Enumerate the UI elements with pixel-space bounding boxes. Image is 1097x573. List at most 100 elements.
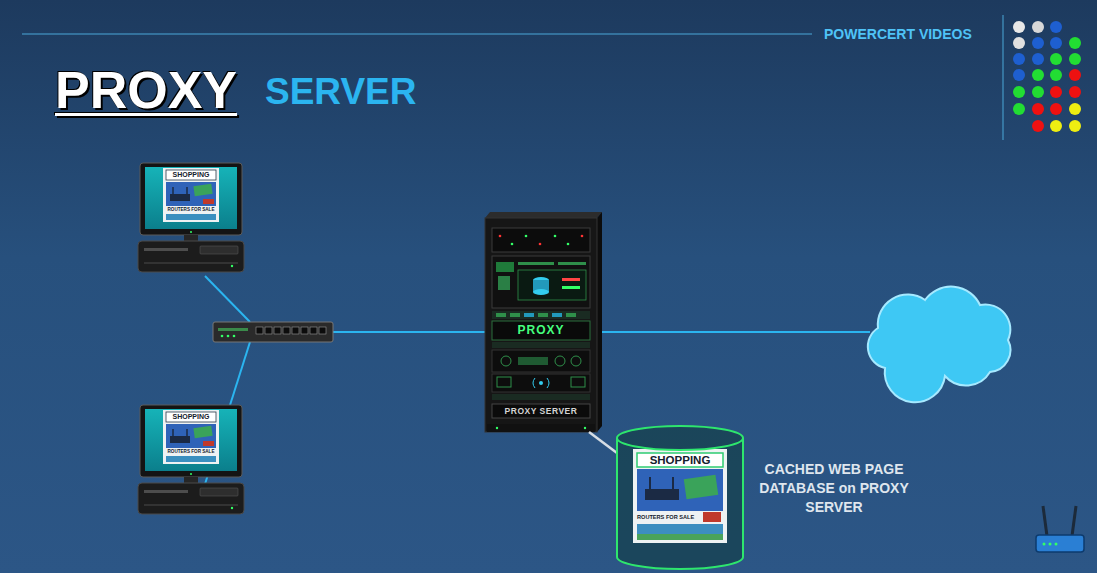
server-rack — [539, 243, 542, 246]
server-rack — [492, 342, 590, 348]
logo-dots — [1069, 37, 1081, 49]
server-rack — [496, 313, 506, 317]
logo-dots — [1032, 103, 1044, 115]
router-icon — [1043, 543, 1046, 546]
server-rack — [533, 289, 549, 295]
server-rack — [511, 243, 514, 246]
server-rack — [492, 350, 590, 372]
router-icon — [1055, 543, 1058, 546]
server-rack — [562, 278, 580, 281]
network-switch — [233, 335, 236, 338]
router-icon — [1043, 506, 1047, 536]
server-rack — [498, 276, 510, 290]
logo-dots — [1032, 53, 1044, 65]
network-switch — [213, 322, 333, 342]
logo-dots — [1050, 21, 1062, 33]
title-word: SERVER — [265, 73, 417, 110]
network-switch — [283, 327, 290, 334]
logo-dots — [1013, 21, 1025, 33]
cylinder-outline — [615, 425, 745, 570]
proxy-server-rack: PROXY PROXY SERVER — [485, 218, 597, 432]
cached-page-picture — [637, 524, 723, 540]
server-rack — [539, 381, 543, 385]
logo-dots — [1013, 86, 1025, 98]
server-rack — [558, 262, 586, 265]
cached-page-picture — [637, 469, 723, 511]
server-rack — [492, 256, 590, 308]
internet-cloud — [868, 287, 1011, 403]
server-nameplate: PROXY SERVER — [505, 405, 578, 417]
internet-cloud — [868, 287, 1011, 403]
logo-dots — [1050, 86, 1062, 98]
logo-dots — [1050, 69, 1062, 81]
header-rule — [22, 34, 812, 35]
cache-database: SHOPPINGROUTERS FOR SALE — [615, 425, 745, 570]
router-icon — [1072, 506, 1076, 536]
logo-dots — [1032, 86, 1044, 98]
server-rack — [538, 313, 548, 317]
server-rack — [496, 262, 514, 272]
server-rack — [581, 235, 584, 238]
network-switch — [221, 335, 224, 338]
logo-dots — [1013, 37, 1025, 49]
server-rack — [496, 427, 498, 429]
logo-dots — [1069, 69, 1081, 81]
cached-page-picture — [617, 426, 743, 569]
title: PROXY — [55, 64, 237, 116]
logo-dots — [1069, 53, 1081, 65]
cached-page-picture — [633, 449, 727, 543]
computer-screen: SHOPPINGROUTERS FOR SALE — [166, 170, 216, 213]
router-icon — [1036, 506, 1084, 552]
server-rack — [554, 235, 557, 238]
server-rack — [485, 218, 597, 432]
server-rack — [485, 212, 602, 218]
server-rack — [555, 356, 565, 366]
label-holder: SERVER — [265, 73, 417, 110]
server-rack — [492, 311, 590, 319]
router-icon — [1049, 543, 1052, 546]
cached-page-picture — [672, 477, 674, 489]
server-rack — [492, 394, 590, 400]
server-rack — [533, 378, 549, 388]
page-heading: SHOPPING — [173, 170, 210, 180]
server-rack — [487, 424, 595, 432]
server-rack — [562, 286, 580, 289]
cached-page-picture — [684, 475, 718, 499]
server-rack — [518, 262, 554, 265]
logo-dots — [1032, 21, 1044, 33]
network-switch — [265, 327, 272, 334]
cached-page-picture — [649, 477, 651, 489]
desktop-computer — [138, 405, 244, 514]
logo-dots — [1069, 86, 1081, 98]
server-rack — [485, 212, 602, 432]
network-switch — [218, 328, 248, 331]
logo-dots — [1032, 69, 1044, 81]
title-holder: PROXY — [55, 64, 237, 116]
logo-dots — [1069, 103, 1081, 115]
computer-screen: SHOPPINGROUTERS FOR SALE — [166, 412, 216, 455]
server-rack — [566, 313, 576, 317]
router-icon — [1036, 535, 1084, 552]
network-wire — [597, 331, 870, 333]
logo-dots — [1050, 120, 1062, 132]
server-panel-text: PROXY — [517, 323, 564, 338]
page-caption: ROUTERS FOR SALE — [637, 513, 694, 521]
cached-page-picture — [617, 426, 743, 569]
desktop-computer — [138, 163, 244, 272]
logo-dots — [1013, 21, 1081, 132]
connector-line — [589, 432, 617, 453]
server-rack — [492, 374, 590, 392]
logo-dots — [1050, 53, 1062, 65]
label-holder: CACHED WEB PAGE DATABASE on PROXY SERVER — [752, 460, 916, 517]
logo-dots — [1032, 120, 1044, 132]
network-switch — [213, 322, 333, 342]
server-rack — [584, 427, 586, 429]
logo-dots — [1013, 69, 1025, 81]
logo-dots — [1032, 37, 1044, 49]
cache-label: CACHED WEB PAGE DATABASE on PROXY SERVER — [752, 460, 916, 517]
server-rack — [499, 235, 502, 238]
server-rack — [571, 377, 585, 387]
network-wire — [205, 276, 250, 322]
server-rack — [552, 313, 562, 317]
network-switch — [227, 335, 230, 338]
